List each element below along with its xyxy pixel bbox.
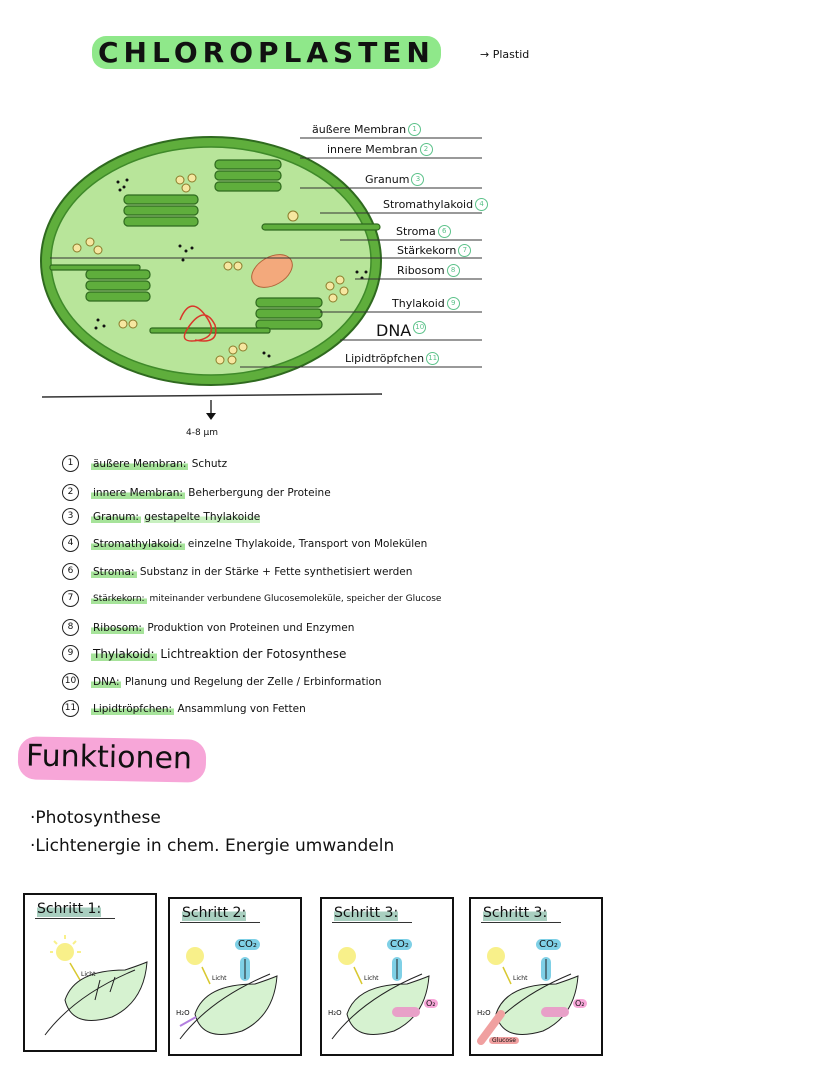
leaf-sun-illustration	[44, 935, 148, 1036]
co2-label: CO₂	[235, 939, 260, 950]
h2o-label: H₂O	[328, 1009, 342, 1017]
section-heading: Funktionen	[17, 736, 207, 783]
chloroplast-diagram	[40, 136, 482, 420]
o2-label: O₂	[424, 999, 438, 1008]
leaf-sun-illustration	[477, 947, 579, 1045]
glucose-label: Glucose	[489, 1037, 519, 1044]
licht-label: Licht	[364, 975, 379, 982]
step-title: Schritt 3:	[332, 905, 413, 923]
h2o-label: H₂O	[176, 1009, 190, 1017]
step-title: Schritt 3:	[481, 905, 562, 923]
page-title: CHLOROPLASTEN	[92, 36, 441, 70]
step-panel: Schritt 1: Licht	[23, 893, 157, 1052]
licht-label: Licht	[513, 975, 528, 982]
bullet: ·Lichtenergie in chem. Energie umwandeln	[30, 836, 395, 856]
step-panel: Schritt 2: Licht CO₂ H₂O	[168, 897, 302, 1056]
o2-label: O₂	[573, 999, 587, 1008]
bullet: ·Photosynthese	[30, 808, 161, 828]
title-note: → Plastid	[480, 48, 530, 61]
step-panel: Schritt 3: Licht CO₂ H₂O O₂ Glucose	[469, 897, 603, 1056]
co2-label: CO₂	[536, 939, 561, 950]
step-panel: Schritt 3: Licht CO₂ H₂O O₂	[320, 897, 454, 1056]
step-title: Schritt 2:	[180, 905, 261, 923]
h2o-label: H₂O	[477, 1009, 491, 1017]
size-label: 4-8 µm	[186, 428, 219, 438]
step-title: Schritt 1:	[35, 901, 116, 919]
co2-label: CO₂	[387, 939, 412, 950]
licht-label: Licht	[81, 971, 96, 978]
leaf-sun-illustration	[179, 947, 278, 1040]
licht-label: Licht	[212, 975, 227, 982]
leaf-sun-illustration	[331, 947, 430, 1040]
